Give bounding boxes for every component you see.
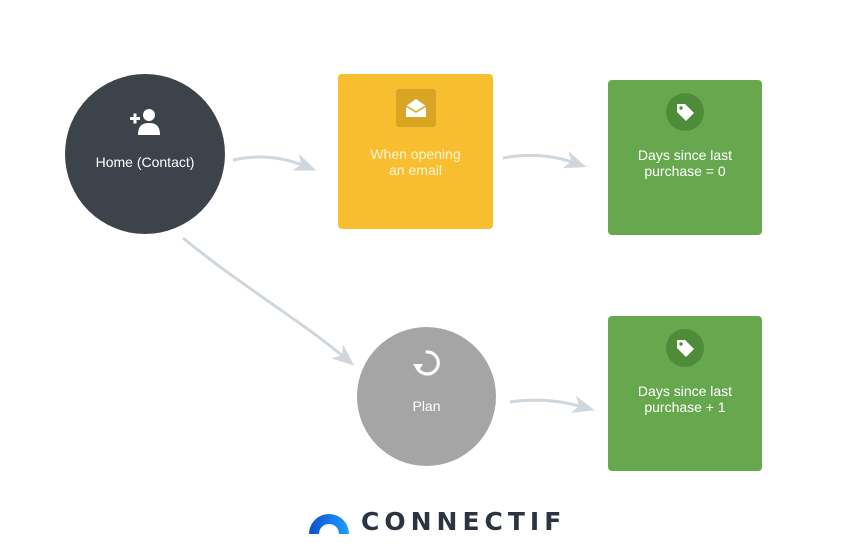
plan-label: Plan bbox=[412, 398, 441, 414]
envelope-open-icon bbox=[395, 89, 436, 127]
tag-days-since-purchase-plus-one-node[interactable]: Days since last purchase + 1 bbox=[608, 316, 762, 471]
home-contact-node[interactable]: Home (Contact) bbox=[65, 74, 225, 234]
email-open-trigger-node[interactable]: When opening an email bbox=[338, 74, 493, 229]
tag-days-since-purchase-plus-one-label: Days since last purchase + 1 bbox=[637, 383, 733, 415]
edge-email-to-tag1 bbox=[502, 151, 587, 169]
connectif-logo-text: CONNECTIF bbox=[361, 506, 567, 536]
edge-home-to-email bbox=[232, 153, 317, 171]
edge-home-to-plan bbox=[182, 236, 355, 366]
tag-days-since-purchase-zero-label: Days since last purchase = 0 bbox=[637, 147, 733, 179]
connectif-logo-icon bbox=[309, 514, 349, 534]
connectif-logo: CONNECTIF bbox=[307, 506, 566, 536]
refresh-icon bbox=[411, 347, 443, 379]
tag-icon bbox=[666, 93, 704, 131]
plan-node[interactable]: Plan bbox=[357, 327, 496, 466]
tag-icon bbox=[666, 329, 704, 367]
home-contact-label: Home (Contact) bbox=[95, 154, 195, 170]
add-user-icon bbox=[128, 107, 162, 137]
email-open-trigger-label: When opening an email bbox=[370, 146, 461, 178]
tag-days-since-purchase-zero-node[interactable]: Days since last purchase = 0 bbox=[608, 80, 762, 235]
edge-plan-to-tag2 bbox=[509, 395, 595, 413]
